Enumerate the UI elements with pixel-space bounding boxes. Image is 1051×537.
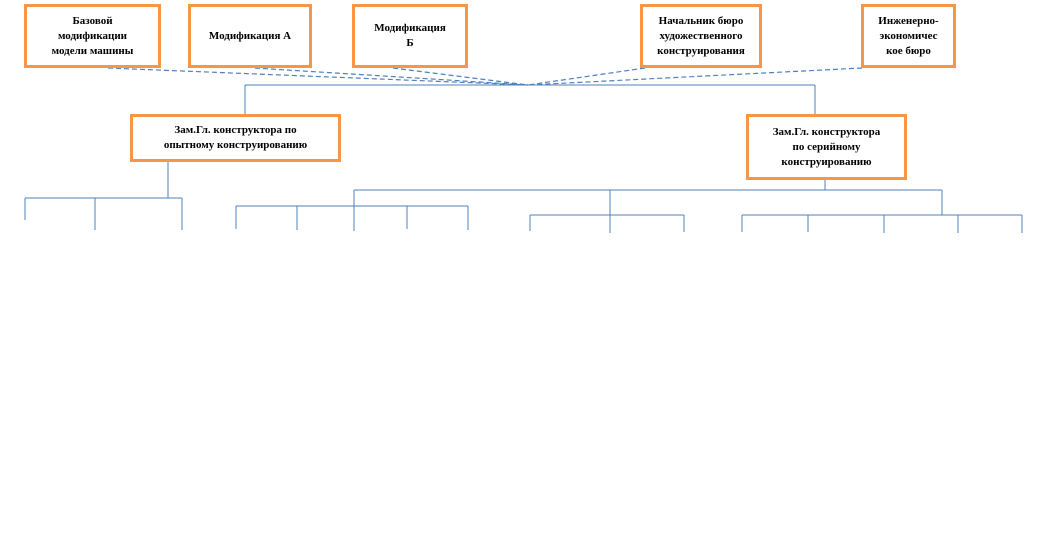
dashed-link-mod-b bbox=[392, 67, 529, 86]
node-label: Начальник бюро художественного конструир… bbox=[657, 14, 745, 57]
node-engineering-economic-bureau: Инженерно- экономичес кое бюро bbox=[861, 4, 956, 68]
node-label: Базовой модификации модели машины bbox=[51, 14, 134, 57]
node-deputy-serial: Зам.Гл. конструктора по серийному констр… bbox=[746, 114, 907, 180]
node-modification-a: Модификация А bbox=[188, 4, 312, 68]
dashed-link-econ-bureau bbox=[527, 67, 863, 86]
dashed-link-mod-a bbox=[254, 67, 529, 86]
node-label: Модификация А bbox=[208, 29, 292, 42]
node-label: Инженерно- экономичес кое бюро bbox=[878, 14, 939, 57]
node-art-design-bureau-head: Начальник бюро художественного конструир… bbox=[640, 4, 762, 68]
node-label: Зам.Гл. конструктора по серийному констр… bbox=[772, 125, 881, 168]
node-label: Модификация Б bbox=[374, 22, 446, 49]
node-modification-b: Модификация Б bbox=[352, 4, 468, 68]
dashed-link-base bbox=[107, 67, 529, 86]
node-base-modification: Базовой модификации модели машины bbox=[24, 4, 161, 68]
node-label: Зам.Гл. конструктора по опытному констру… bbox=[163, 124, 308, 151]
node-deputy-experimental: Зам.Гл. конструктора по опытному констру… bbox=[130, 114, 341, 162]
dashed-link-art-bureau bbox=[527, 67, 646, 86]
